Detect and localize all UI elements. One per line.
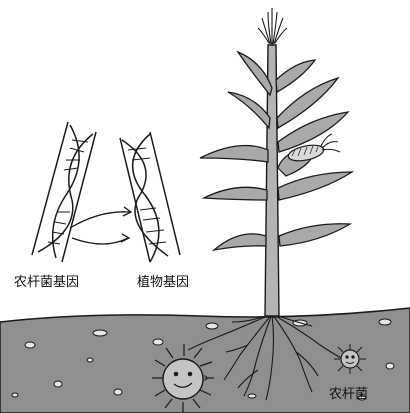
tassel bbox=[258, 8, 287, 45]
label-agrobacterium: 农杆菌 bbox=[329, 383, 368, 402]
dna-agrobacterium-gene bbox=[32, 122, 96, 262]
transfer-arrow bbox=[70, 207, 131, 244]
leaf bbox=[214, 234, 266, 250]
leaf bbox=[200, 146, 268, 163]
label-plant-gene: 植物基因 bbox=[137, 271, 189, 290]
agrobacterium-small bbox=[334, 344, 366, 374]
leaf bbox=[228, 92, 270, 128]
leaf bbox=[279, 224, 350, 246]
label-agrobacterium-gene: 农杆菌基因 bbox=[14, 271, 79, 290]
leaf bbox=[238, 52, 272, 95]
dna-plant-gene bbox=[120, 132, 180, 262]
leaf bbox=[204, 187, 267, 200]
leaf bbox=[278, 172, 352, 200]
leaf bbox=[276, 60, 315, 92]
